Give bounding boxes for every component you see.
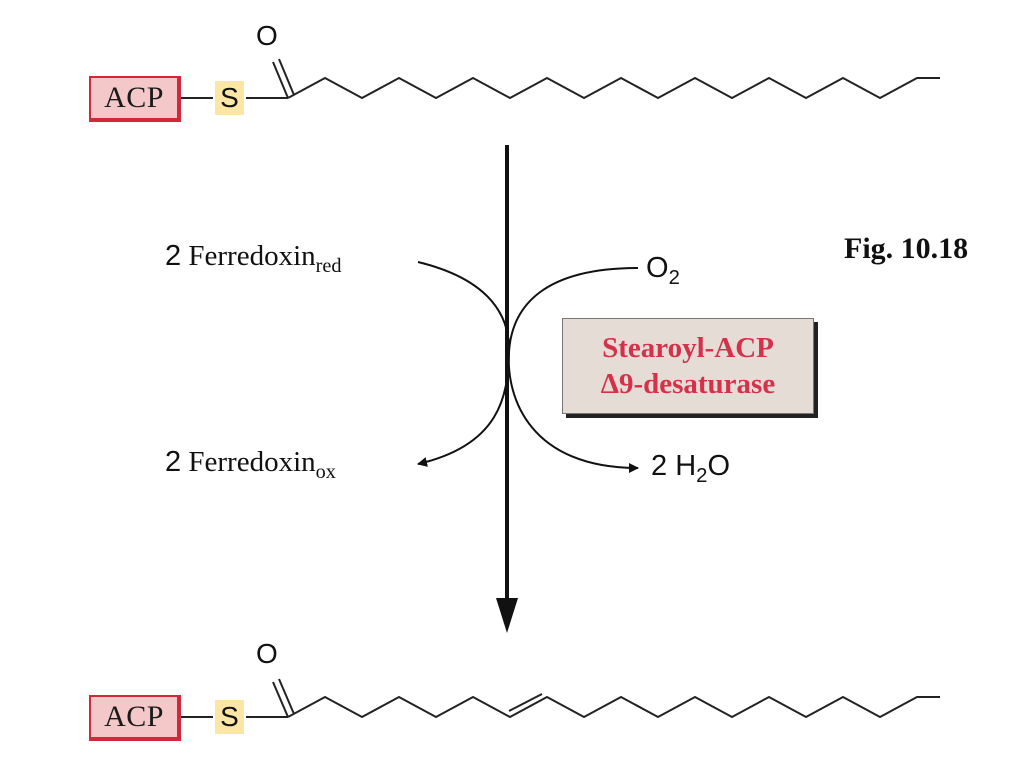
water-hydrogen: H — [675, 450, 697, 482]
top-sulfur-label: S — [220, 82, 239, 113]
reduced-ferredoxin-coefficient: 2 — [165, 240, 182, 272]
bottom-carbonyl-double-bond-1 — [272, 681, 289, 718]
bottom-cis-double-bond — [508, 693, 543, 712]
oxidized-ferredoxin-name: Ferredoxin — [188, 446, 316, 478]
figure-label: Fig. 10.18 — [844, 232, 969, 265]
oxygen-subscript: 2 — [668, 266, 680, 289]
top-bonds — [181, 58, 940, 100]
water-label: 2 H2O — [651, 450, 730, 488]
top-sulfur-box: S — [215, 81, 244, 115]
reduced-ferredoxin-label: 2 Ferredoxinred — [165, 240, 342, 278]
oxygen-water-curved-arrow — [507, 267, 639, 473]
reduced-ferredoxin-name: Ferredoxin — [188, 240, 316, 272]
bottom-acp-box: ACP — [89, 695, 181, 741]
top-carbonyl-double-bond-1 — [272, 61, 289, 99]
top-stearoyl-chain — [287, 76, 940, 100]
enzyme-name-line2: Δ9-desaturase — [600, 368, 776, 400]
top-carbonyl-double-bond-2 — [278, 58, 295, 96]
oxygen-symbol: O — [646, 252, 669, 284]
top-carbonyl-oxygen: O — [256, 20, 278, 51]
water-subscript: 2 — [696, 464, 708, 487]
water-coefficient: 2 — [651, 450, 668, 482]
oxidized-ferredoxin-state: ox — [315, 460, 336, 483]
oxidized-ferredoxin-coefficient: 2 — [165, 446, 182, 478]
bottom-sulfur-box: S — [215, 700, 244, 734]
top-acp-label: ACP — [104, 81, 164, 114]
enzyme-box: Stearoyl-ACP Δ9-desaturase — [562, 318, 814, 414]
bottom-carbonyl-double-bond-2 — [278, 678, 295, 715]
oxidized-ferredoxin-label: 2 Ferredoxinox — [165, 446, 336, 484]
reduced-ferredoxin-state: red — [315, 254, 342, 277]
main-reaction-arrowhead — [496, 598, 518, 633]
enzyme-name-line1: Stearoyl-ACP — [602, 332, 774, 364]
ferredoxin-curved-arrow — [417, 261, 511, 467]
top-acp-box: ACP — [89, 76, 181, 122]
oxygen-label: O2 — [646, 252, 680, 290]
water-oxygen: O — [707, 450, 730, 482]
bottom-acp-label: ACP — [104, 700, 164, 733]
bottom-oleoyl-chain — [287, 695, 940, 719]
bottom-bonds — [181, 678, 940, 719]
bottom-sulfur-label: S — [220, 701, 239, 732]
bottom-carbonyl-oxygen: O — [256, 638, 278, 669]
